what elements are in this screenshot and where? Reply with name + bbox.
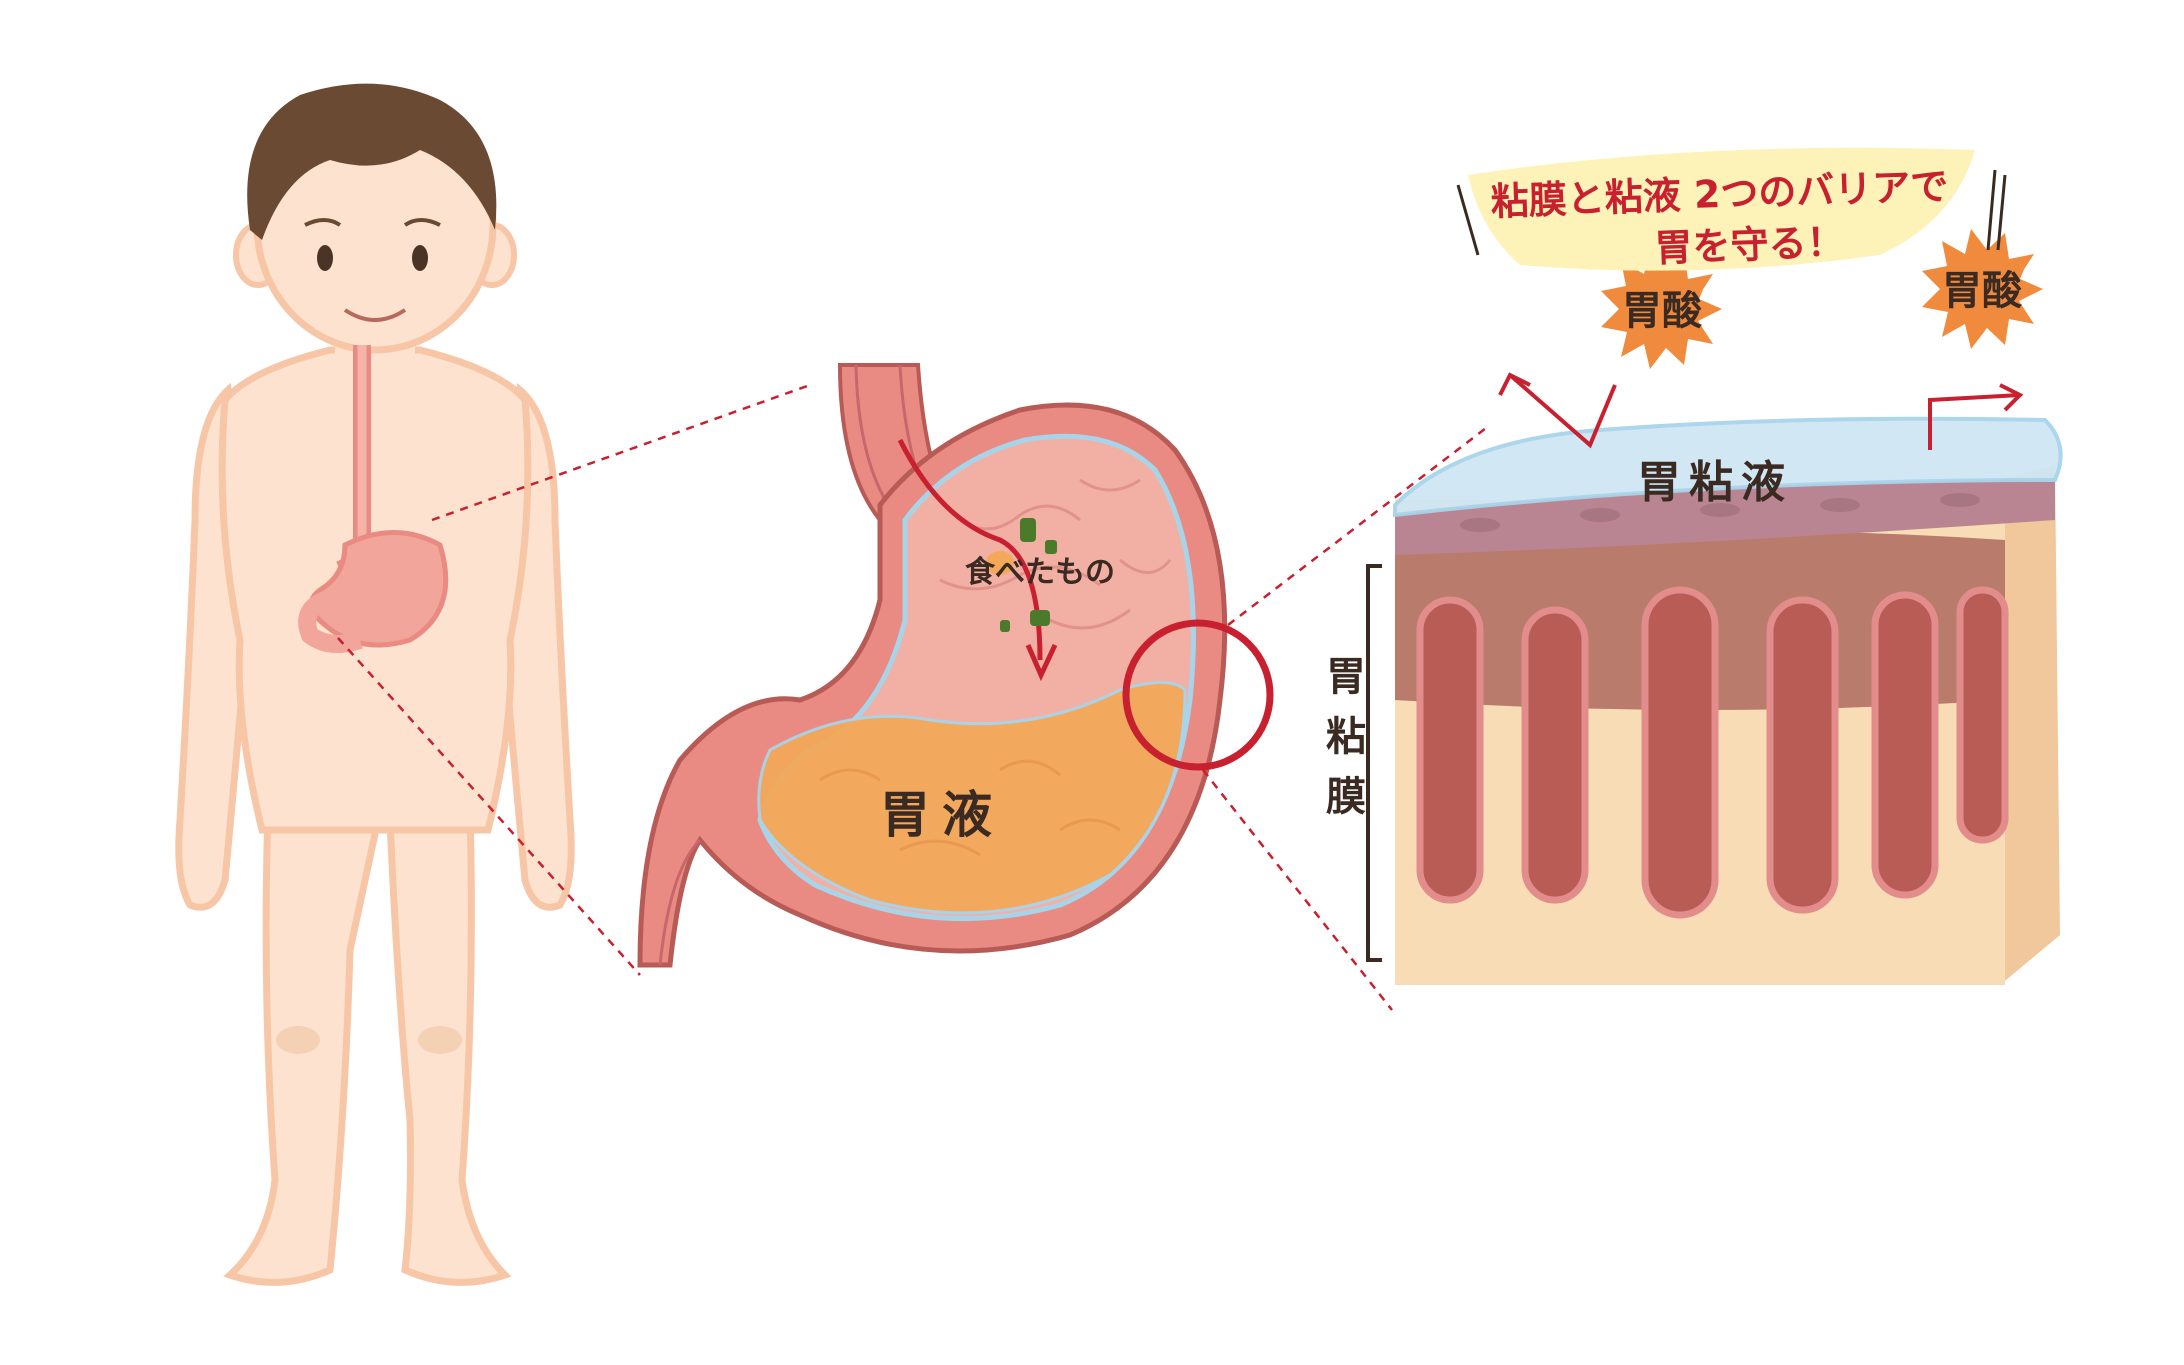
stomach-illustration: 食べたもの 胃液 <box>637 363 1274 968</box>
zoom-lines-left <box>337 383 811 976</box>
food-label: 食べたもの <box>965 555 1115 590</box>
barrier-banner: 粘膜と粘液 2つのバリアで 胃を守る！ <box>1456 147 2007 271</box>
acid-right-label: 胃酸 <box>1942 268 2023 314</box>
mucus-label: 胃粘液 <box>1637 457 1793 508</box>
zoom-circle <box>1122 619 1274 771</box>
zoom-lines-right <box>1202 424 1491 1011</box>
gastric-juice-label: 胃液 <box>880 786 1004 844</box>
mucosa-label-2: 粘 <box>1326 714 1366 760</box>
mucosa-tissue-block: 胃粘液 胃 粘 膜 <box>1326 416 2063 985</box>
gastric-acid-left: 胃酸 <box>1601 249 1722 369</box>
acid-deflect-arrows <box>1498 372 2024 450</box>
banner-line-2: 胃を守る！ <box>1654 220 1845 271</box>
mucosa-label-1: 胃 <box>1326 654 1366 700</box>
mucosa-label-3: 膜 <box>1326 774 1366 820</box>
gastric-acid-right: 胃酸 <box>1922 229 2043 349</box>
human-figure <box>175 83 575 1286</box>
acid-left-label: 胃酸 <box>1622 288 1703 334</box>
